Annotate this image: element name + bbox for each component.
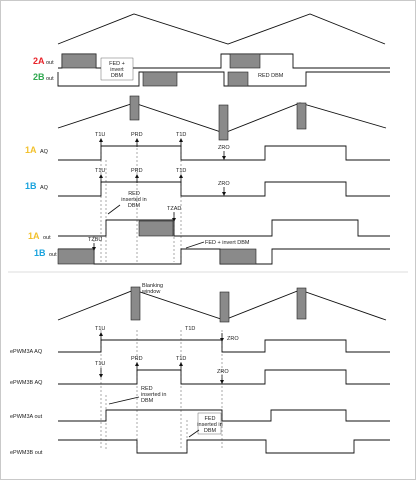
event-t1u-2: T1U: [95, 168, 105, 174]
annotation-fed-invert-mid: FED + invert DBM: [205, 240, 250, 246]
event-t1u-4: T1U: [95, 361, 105, 367]
svg-text:inserted in: inserted in: [121, 197, 146, 203]
signal-suffix-1b: AQ: [40, 185, 49, 191]
shaded-box-2a-1: [61, 53, 97, 69]
event-markers-1a: T1U PRD T1D ZRO: [95, 132, 230, 160]
signal-suffix-2b: out: [46, 76, 54, 82]
signal-suffix-2a: out: [46, 60, 54, 66]
signal-label-1b-out: 1B: [34, 248, 46, 258]
event-markers-epwm3a: T1U T1D ZRO: [95, 326, 239, 342]
waveform-epwm3a-out: [58, 409, 390, 422]
event-tzbu: TZBU: [88, 237, 102, 243]
signal-label-epwm3b-aq: ePWM3B AQ: [10, 380, 43, 386]
waveform-1b-aq: [58, 181, 390, 197]
shaded-box-1a-out: [138, 220, 174, 237]
event-zro-3: ZRO: [227, 336, 239, 342]
waveform-epwm3b-aq: [58, 369, 390, 385]
event-prd-2: PRD: [131, 168, 143, 174]
signal-label-epwm3a-out: ePWM3A out: [10, 414, 43, 420]
svg-text:DBM: DBM: [204, 428, 217, 434]
event-markers-epwm3b: T1U PRD T1D ZRO: [95, 356, 229, 384]
event-t1u-3: T1U: [95, 326, 105, 332]
event-prd-1: PRD: [131, 132, 143, 138]
event-t1d-3: T1D: [185, 326, 195, 332]
shaded-box-2b-2: [227, 71, 249, 87]
carrier-triangle-mid: [57, 95, 387, 141]
annotation-red-dbm-top: RED DBM: [258, 73, 284, 79]
shaded-window-mid-1: [129, 95, 140, 121]
event-t1d-2: T1D: [176, 168, 186, 174]
svg-text:RED: RED: [141, 386, 153, 392]
svg-text:FED: FED: [205, 416, 216, 422]
svg-text:DBM: DBM: [141, 398, 154, 404]
carrier-triangle-bottom: [57, 286, 387, 323]
event-t1d-4: T1D: [176, 356, 186, 362]
waveform-epwm3a-aq: [58, 339, 390, 353]
annotation-fed-inserted: FED inserted in DBM: [188, 412, 223, 438]
shaded-window-mid-3: [296, 102, 307, 130]
waveform-1b-out: [57, 248, 390, 265]
annotation-fed-invert-mid-arrow: [185, 241, 205, 249]
signal-suffix-1b-out: out: [49, 252, 57, 258]
signal-suffix-1a-out: out: [43, 235, 51, 241]
svg-text:inserted in: inserted in: [141, 392, 166, 398]
event-tzad: TZAD: [167, 206, 181, 212]
shaded-box-1b-out-1: [57, 248, 95, 265]
blanking-window-2: [219, 291, 230, 323]
shaded-box-2b-1: [142, 71, 178, 87]
annotation-fed-invert-top: FED + invert DBM: [100, 57, 134, 81]
blanking-window-1: [130, 286, 141, 321]
waveform-2b: [57, 71, 390, 87]
event-zro-2: ZRO: [218, 181, 230, 187]
annotation-red-inserted-2: RED inserted in DBM: [108, 386, 166, 405]
waveform-1a-aq: [58, 145, 390, 161]
svg-text:DBM: DBM: [111, 73, 124, 79]
event-zro-1: ZRO: [218, 145, 230, 151]
signal-label-1a: 1A: [25, 145, 37, 155]
signal-label-1a-out: 1A: [28, 231, 40, 241]
waveform-1a-out: [58, 219, 390, 237]
shaded-box-1b-out-2: [219, 248, 257, 265]
annotation-blanking: Blanking window: [141, 283, 163, 295]
signal-label-2a: 2A: [33, 56, 45, 66]
signal-label-epwm3b-out: ePWM3B out: [10, 450, 43, 456]
svg-text:Blanking: Blanking: [142, 283, 163, 289]
svg-text:inserted in: inserted in: [197, 422, 222, 428]
svg-text:DBM: DBM: [128, 203, 141, 209]
waveform-epwm3b-out: [58, 439, 390, 454]
waveform-2a: [58, 53, 390, 69]
shaded-window-mid-2: [218, 104, 229, 141]
svg-text:window: window: [141, 289, 160, 295]
signal-label-epwm3a-aq: ePWM3A AQ: [10, 349, 43, 355]
annotation-red-inserted-1: RED inserted in DBM: [107, 191, 147, 215]
event-t1u-1: T1U: [95, 132, 105, 138]
event-prd-4: PRD: [131, 356, 143, 362]
signal-label-2b: 2B: [33, 72, 45, 82]
carrier-triangle-top: [57, 13, 386, 45]
svg-text:RED: RED: [128, 191, 140, 197]
svg-text:invert: invert: [110, 67, 124, 73]
event-t1d-1: T1D: [176, 132, 186, 138]
blanking-window-3: [296, 287, 307, 320]
signal-suffix-1a: AQ: [40, 149, 49, 155]
svg-text:FED +: FED +: [109, 61, 125, 67]
shaded-box-2a-2: [229, 53, 261, 69]
signal-label-1b: 1B: [25, 181, 37, 191]
event-zro-4: ZRO: [217, 369, 229, 375]
event-markers-1b: T1U PRD T1D ZRO: [95, 168, 230, 196]
